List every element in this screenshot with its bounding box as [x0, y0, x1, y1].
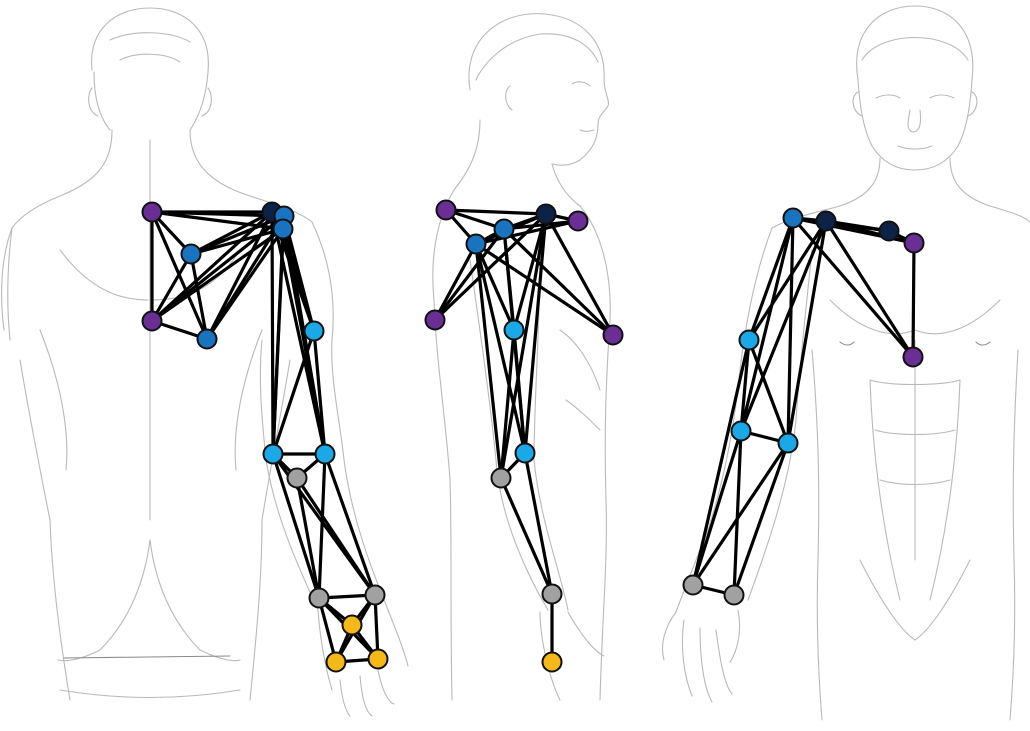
back-edge — [272, 212, 273, 454]
back-edge — [283, 229, 325, 454]
front-edge — [734, 443, 788, 595]
front-joint-node — [732, 422, 751, 441]
back-joint-node — [305, 322, 324, 341]
side-joint-node — [492, 469, 511, 488]
front-edge — [693, 431, 741, 585]
back-joint-node — [316, 445, 335, 464]
back-edge — [325, 454, 375, 595]
side-edge — [476, 244, 501, 478]
side-joint-node — [516, 444, 535, 463]
back-edge — [273, 229, 283, 454]
front-joint-node — [684, 576, 703, 595]
back-joint-node — [310, 589, 329, 608]
side-joint-node — [537, 205, 556, 224]
front-joint-node — [905, 234, 924, 253]
back-joint-node — [288, 469, 307, 488]
side-joint-node — [467, 235, 486, 254]
side-edge — [504, 229, 613, 335]
side-joint-node — [569, 212, 588, 231]
back-joint-node — [198, 330, 217, 349]
side-joint-node — [437, 201, 456, 220]
back-joint-node — [264, 445, 283, 464]
back-joint-node — [366, 586, 385, 605]
front-joint-node — [779, 434, 798, 453]
side-edge — [546, 214, 613, 335]
back-edge — [191, 254, 207, 339]
side-edge — [525, 453, 552, 594]
side-joint-node — [543, 585, 562, 604]
back-joint-node — [274, 220, 293, 239]
side-edge — [476, 244, 525, 453]
front-edge — [913, 243, 914, 357]
body-outline-back — [2, 8, 408, 716]
front-joint-node — [880, 222, 899, 241]
front-edge — [749, 340, 788, 443]
back-joint-node — [182, 245, 201, 264]
side-joint-node — [604, 326, 623, 345]
side-edge — [435, 244, 476, 320]
front-joint-node — [740, 331, 759, 350]
body-outline-front — [663, 6, 1030, 720]
front-joint-node — [784, 209, 803, 228]
front-joint-node — [817, 212, 836, 231]
back-joint-node — [143, 312, 162, 331]
front-joint-node — [725, 586, 744, 605]
front-joint-node — [904, 348, 923, 367]
back-joint-node — [327, 653, 346, 672]
back-joint-node — [343, 616, 362, 635]
side-joint-node — [505, 321, 524, 340]
side-edge — [501, 478, 552, 594]
skeleton-edges — [152, 210, 914, 662]
back-joint-node — [143, 203, 162, 222]
side-joint-node — [543, 653, 562, 672]
back-joint-node — [369, 650, 388, 669]
side-joint-node — [426, 311, 445, 330]
side-joint-node — [495, 220, 514, 239]
